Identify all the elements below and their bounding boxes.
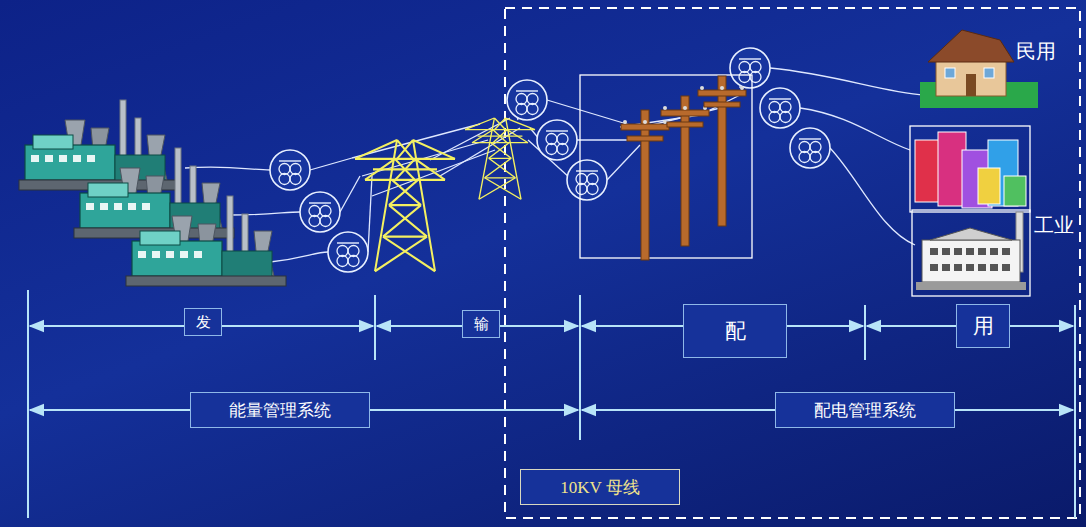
system-label-box: 能量管理系统: [190, 392, 370, 428]
stage-label-box: 发: [184, 308, 222, 336]
node-text: 10KV 母线: [560, 476, 640, 499]
node-text: 配: [725, 317, 746, 345]
label-text: 民用: [1016, 39, 1056, 63]
consumer-label: 工业: [1034, 212, 1074, 239]
stage-label-box: 用: [956, 304, 1010, 348]
node-text: 配电管理系统: [814, 399, 916, 422]
node-text: 发: [196, 313, 211, 332]
node-text: 用: [973, 312, 994, 340]
stage-label-box: 配: [683, 304, 787, 358]
stage-label-box: 输: [462, 310, 500, 338]
consumer-label: 民用: [1016, 38, 1056, 65]
node-text: 输: [474, 315, 489, 334]
bus-label-box: 10KV 母线: [520, 469, 680, 505]
node-text: 能量管理系统: [229, 399, 331, 422]
label-text: 工业: [1034, 213, 1074, 237]
system-label-box: 配电管理系统: [775, 392, 955, 428]
